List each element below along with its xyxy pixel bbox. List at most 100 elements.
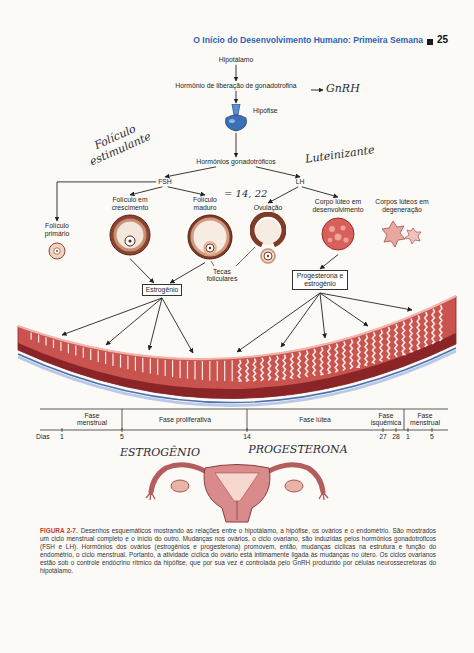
ovulation-drawing (250, 212, 286, 266)
arrow-connector (320, 255, 338, 269)
primary-follicle: Folículo primário (40, 222, 74, 264)
endometrial-glands (268, 357, 270, 381)
endometrial-glands (380, 330, 382, 362)
endometrial-glands (165, 360, 166, 376)
gnrh-arrow (311, 90, 323, 91)
day-number: 5 (120, 433, 124, 440)
developing-corpus-luteum-svg (343, 237, 348, 242)
phase-bar (40, 430, 448, 431)
endometrial-glands (358, 337, 360, 367)
endometrial-glands (387, 327, 389, 359)
page-number: 25 (437, 34, 448, 45)
endometrial-glands (53, 340, 54, 349)
endometrial-glands (276, 356, 278, 380)
endometrial-glands (238, 360, 240, 382)
primary-follicle-svg (49, 243, 65, 259)
hormone-arrows (62, 298, 162, 335)
endometrium (18, 296, 456, 406)
developing-corpus-luteum-svg (335, 233, 342, 240)
primary-follicle-svg (56, 250, 58, 252)
node-text: FSH (158, 178, 172, 186)
fsh-label: FSH (158, 178, 172, 186)
ovulation-svg (252, 214, 284, 245)
growing-follicle-svg (110, 215, 150, 255)
endometrial-glands (440, 305, 442, 341)
arrow-connector (130, 259, 154, 283)
node-text: Corpo lúteo em desenvolvimento (309, 198, 367, 214)
endometrial-glands (410, 319, 412, 353)
node-text: Hormônio de liberação de gonadotrofina (175, 82, 296, 90)
hormone-arrows (320, 293, 368, 326)
gonadotropins-label: Hormônios gonadotróficos (196, 158, 275, 166)
gnrh-arrow (311, 90, 323, 91)
node-text: Hipotálamo (219, 56, 253, 64)
hormone-arrows (162, 298, 193, 353)
arrow-connector (236, 133, 237, 157)
uterus (146, 465, 328, 523)
endometrium (18, 296, 456, 399)
mature-follicle-svg (206, 244, 214, 252)
primary-follicle-svg (54, 247, 60, 253)
mature-follicle-svg (203, 241, 217, 255)
axis-title: Dias (36, 433, 50, 440)
node-text: Hormônios gonadotróficos (196, 158, 275, 166)
node-text: Folículo primário (40, 222, 74, 238)
endometrial-glands (261, 358, 263, 381)
endometrial-glands (365, 335, 367, 366)
endometrial-glands (343, 342, 345, 371)
pituitary-icon-svg (225, 115, 246, 131)
degenerating-corpora-lutea-svg (405, 228, 421, 244)
phase-bar (247, 409, 248, 430)
ovulation-svg (250, 212, 286, 266)
uterus (171, 480, 189, 492)
arrow-connector (165, 167, 216, 177)
day-number: 5 (430, 433, 434, 440)
endometrial-glands (313, 349, 315, 376)
degenerating-corpora-lutea: Corpos lúteos em degeneração (375, 198, 429, 254)
theca-leaders (236, 247, 255, 266)
endometrial-glands (246, 359, 248, 381)
day-number: 1 (60, 433, 64, 440)
growing-follicle-svg (115, 220, 145, 250)
endometrial-glands (432, 309, 434, 344)
endometrial-glands (350, 339, 352, 369)
mature-follicle-svg (188, 215, 232, 259)
arrow-connector (236, 91, 237, 103)
hormone-arrows (149, 298, 162, 350)
endometrial-glands (328, 345, 330, 373)
phase-label: Fase menstrual (407, 412, 443, 427)
hormone-arrows (62, 293, 412, 353)
ovulation-svg (267, 255, 269, 257)
endometrial-glands (105, 352, 106, 364)
endometrial-glands (395, 324, 397, 357)
pituitary-icon-drawing (223, 104, 249, 132)
growing-follicle: Folículo em crescimento (106, 196, 154, 258)
endometrial-glands (83, 347, 84, 357)
arrow-connector (57, 182, 156, 221)
arrow-connector (168, 187, 205, 195)
endometrial-glands (90, 349, 91, 360)
ovulation-svg (264, 252, 272, 260)
handwritten-note: Luteinizante (304, 144, 375, 166)
endometrium (18, 296, 456, 359)
hypothalamus-label: Hipotálamo (219, 56, 253, 64)
part-label: Tecas foliculares (202, 268, 242, 283)
developing-corpus-luteum-svg (329, 226, 335, 232)
phase-bar (247, 428, 248, 432)
hormone-arrows (237, 293, 320, 352)
mature-follicle-svg (192, 219, 228, 255)
theca-leaders (211, 261, 214, 266)
arrow-connector (268, 187, 298, 203)
endometrial-glands (187, 361, 188, 379)
day-number: 14 (243, 433, 251, 440)
lh-label: LH (296, 178, 305, 186)
endometrial-glands (127, 356, 128, 370)
arrow-connector (130, 187, 162, 195)
phase-bar (432, 428, 433, 432)
hormone-box: Estrogênio (142, 284, 183, 296)
arrow-connector (236, 65, 237, 81)
endometrial-glands (38, 335, 39, 343)
growing-follicle-svg (107, 212, 153, 258)
developing-corpus-luteum-svg (328, 237, 332, 241)
endometrium (18, 333, 456, 399)
